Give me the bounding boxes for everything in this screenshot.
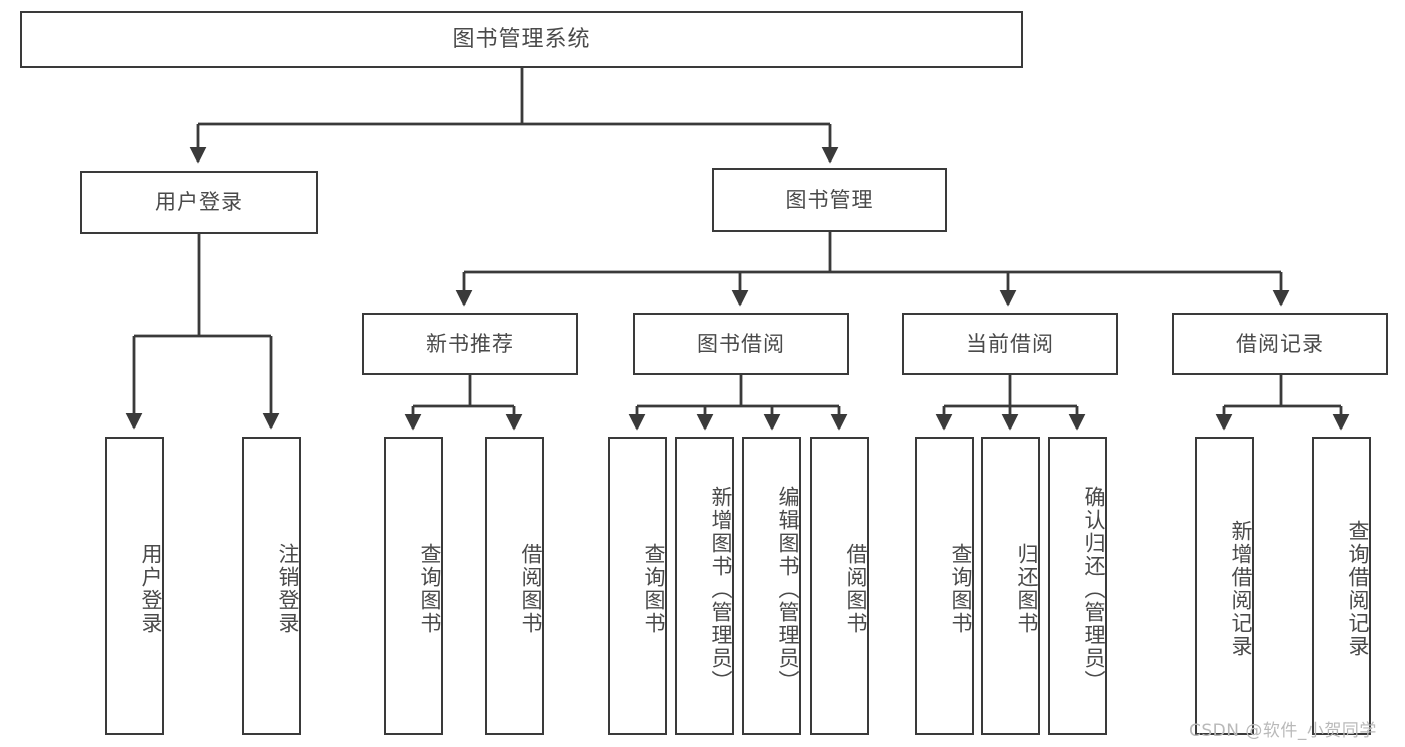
csdn-watermark: CSDN @软件_小贺同学 (1189, 721, 1377, 741)
leaf-query-books-new[interactable]: 查询图书 (384, 437, 443, 735)
node-user-login[interactable]: 用户登录 (80, 171, 318, 234)
leaf-add-book-admin[interactable]: 新增图书（管理员） (675, 437, 734, 735)
leaf-return-books[interactable]: 归还图书 (981, 437, 1040, 735)
leaf-query-borrow-record[interactable]: 查询借阅记录 (1312, 437, 1371, 735)
leaf-borrow-books-new[interactable]: 借阅图书 (485, 437, 544, 735)
node-borrowing-record[interactable]: 借阅记录 (1172, 313, 1388, 375)
leaf-query-books-current[interactable]: 查询图书 (915, 437, 974, 735)
node-book-management[interactable]: 图书管理 (712, 168, 947, 232)
leaf-edit-book-admin[interactable]: 编辑图书（管理员） (742, 437, 801, 735)
leaf-logout[interactable]: 注销登录 (242, 437, 301, 735)
leaf-user-login[interactable]: 用户登录 (105, 437, 164, 735)
leaf-query-books-borrow[interactable]: 查询图书 (608, 437, 667, 735)
leaf-borrow-books[interactable]: 借阅图书 (810, 437, 869, 735)
node-book-borrowing[interactable]: 图书借阅 (633, 313, 849, 375)
node-root-book-management-system[interactable]: 图书管理系统 (20, 11, 1023, 68)
node-current-borrowing[interactable]: 当前借阅 (902, 313, 1118, 375)
leaf-add-borrow-record[interactable]: 新增借阅记录 (1195, 437, 1254, 735)
leaf-confirm-return-admin[interactable]: 确认归还（管理员） (1048, 437, 1107, 735)
node-new-book-recommendation[interactable]: 新书推荐 (362, 313, 578, 375)
